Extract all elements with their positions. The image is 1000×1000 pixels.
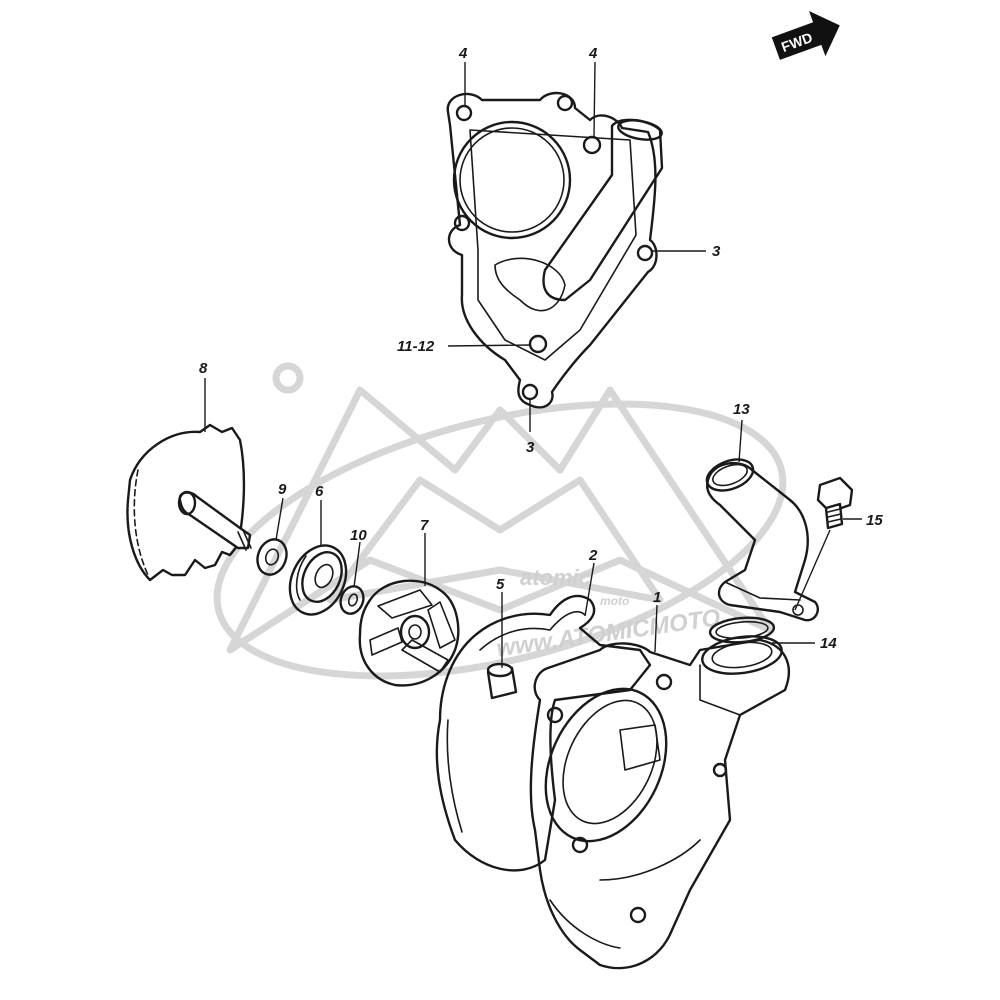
fwd-arrow-icon: FWD [771, 11, 840, 60]
callouts: 4 4 3 11-12 3 8 9 6 10 7 5 2 1 13 14 15 [199, 45, 883, 652]
callout-8: 8 [199, 360, 208, 377]
pump-body [529, 635, 790, 970]
impeller [358, 579, 460, 687]
callout-11-12: 11-12 [397, 338, 435, 355]
watermark-brand: atomic [520, 565, 591, 590]
callout-3-right: 3 [712, 243, 721, 260]
callout-14: 14 [820, 635, 837, 652]
callout-3-bottom: 3 [526, 439, 535, 456]
bearing-seal [288, 544, 348, 616]
callout-13: 13 [733, 401, 750, 418]
callout-2: 2 [588, 547, 598, 564]
callout-15: 15 [866, 512, 883, 529]
inlet-pipe [705, 458, 819, 622]
sprocket-gear [126, 423, 252, 582]
callout-10: 10 [350, 527, 367, 544]
leader-lines [204, 61, 862, 668]
o-ring [708, 616, 776, 644]
watermark-brand-sub: moto [600, 594, 629, 608]
callout-5: 5 [496, 576, 505, 593]
washer [256, 538, 288, 576]
small-washer [339, 585, 365, 615]
callout-4-left: 4 [458, 45, 468, 62]
callout-7: 7 [420, 517, 429, 534]
callout-6: 6 [315, 483, 324, 500]
callout-1: 1 [653, 589, 661, 606]
callout-4-right: 4 [588, 45, 598, 62]
bolt [816, 476, 854, 530]
dowel-pin [486, 662, 518, 700]
pump-cover [446, 91, 664, 409]
callout-9: 9 [278, 481, 287, 498]
